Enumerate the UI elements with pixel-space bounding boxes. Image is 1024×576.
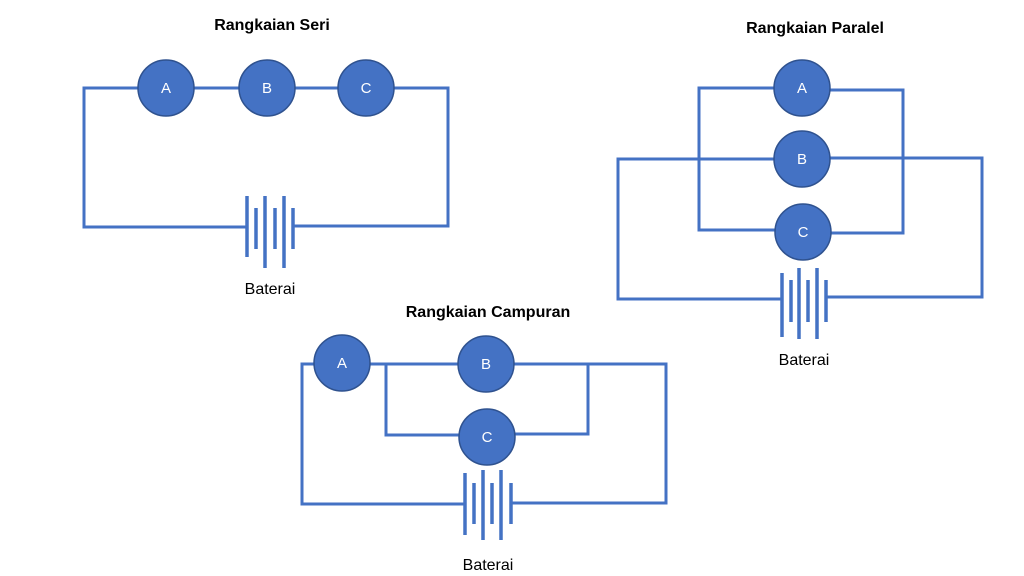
series-lamp-a: A xyxy=(137,59,195,117)
series-lamp-b-label: B xyxy=(262,80,272,97)
series-lamp-c: C xyxy=(337,59,395,117)
mixed-lamp-a-label: A xyxy=(337,355,347,372)
parallel-lamp-a-label: A xyxy=(797,80,807,97)
series-battery xyxy=(245,196,295,268)
mixed-title: Rangkaian Campuran xyxy=(406,304,570,321)
parallel-title: Rangkaian Paralel xyxy=(746,20,884,37)
mixed-lamp-c: C xyxy=(458,408,516,466)
parallel-battery xyxy=(780,268,828,339)
mixed-circuit: Rangkaian Campuran Baterai A B C xyxy=(300,304,668,574)
series-lamp-c-label: C xyxy=(361,80,372,97)
parallel-lamp-c-label: C xyxy=(798,224,809,241)
parallel-lamp-b-label: B xyxy=(797,151,807,168)
parallel-lamp-b: B xyxy=(773,130,831,188)
parallel-wires xyxy=(616,86,984,301)
series-wires xyxy=(82,86,450,229)
series-battery-label: Baterai xyxy=(245,281,296,298)
mixed-battery-label: Baterai xyxy=(463,557,514,574)
mixed-wires xyxy=(300,362,668,506)
series-lamp-b: B xyxy=(238,59,296,117)
parallel-lamp-c: C xyxy=(774,203,832,261)
mixed-lamp-c-label: C xyxy=(482,429,493,446)
parallel-battery-label: Baterai xyxy=(779,352,830,369)
series-lamp-a-label: A xyxy=(161,80,171,97)
series-circuit: Rangkaian Seri Baterai A B C xyxy=(82,17,450,298)
series-title: Rangkaian Seri xyxy=(214,17,330,34)
mixed-lamp-a: A xyxy=(313,334,371,392)
mixed-lamp-b: B xyxy=(457,335,515,393)
parallel-lamp-a: A xyxy=(773,59,831,117)
mixed-battery xyxy=(463,470,513,540)
parallel-circuit: Rangkaian Paralel Baterai A B xyxy=(616,20,984,369)
mixed-lamp-b-label: B xyxy=(481,356,491,373)
